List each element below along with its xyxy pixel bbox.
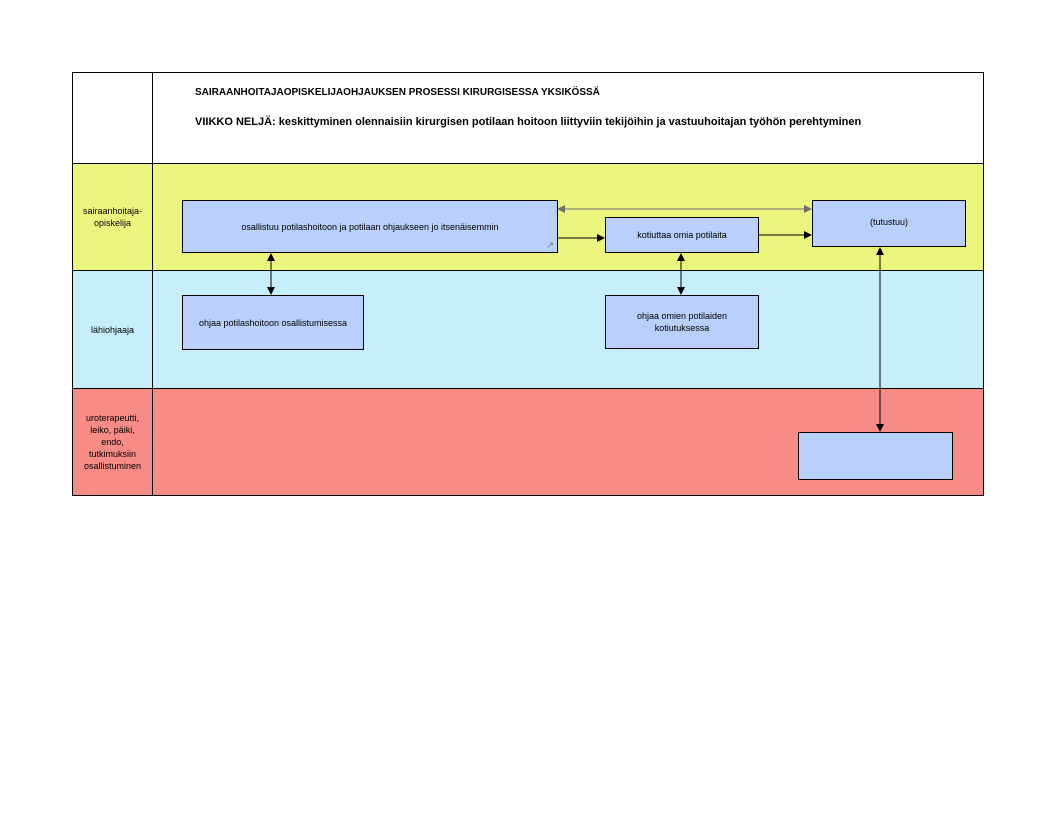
node-participates: osallistuu potilashoitoon ja potilaan oh…	[182, 200, 558, 253]
node-guides-discharge-label: ohjaa omien potilaiden kotiutuksessa	[636, 311, 728, 333]
node-discharges-label: kotiuttaa omia potilaita	[637, 230, 727, 240]
lane-label-student: sairaanhoitaja- opiskelija	[73, 164, 153, 270]
lane-label-mentor: lähiohjaaja	[73, 271, 153, 388]
node-discharges: kotiuttaa omia potilaita	[605, 217, 759, 253]
node-familiarizes-label: (tutustuu)	[869, 217, 909, 227]
node-guides-care-label: ohjaa potilashoitoon osallistumisessa	[198, 317, 348, 328]
diagram-subtitle: VIIKKO NELJÄ: keskittyminen olennaisiin …	[195, 116, 862, 128]
node-guides-care: ohjaa potilashoitoon osallistumisessa	[182, 295, 364, 350]
header-label-cell	[73, 73, 153, 163]
lane-label-other: uroterapeutti, leiko, päiki, endo, tutki…	[73, 389, 153, 495]
node-participates-label: osallistuu potilashoitoon ja potilaan oh…	[241, 221, 499, 232]
node-other-empty	[798, 432, 953, 480]
node-familiarizes: (tutustuu)	[812, 200, 966, 247]
node-guides-discharge: ohjaa omien potilaiden kotiutuksessa	[605, 295, 759, 349]
header-row: SAIRAANHOITAJAOPISKELIJAOHJAUKSEN PROSES…	[73, 73, 983, 164]
resize-grip-icon: ↗	[546, 240, 554, 250]
diagram-title: SAIRAANHOITAJAOPISKELIJAOHJAUKSEN PROSES…	[195, 87, 600, 98]
